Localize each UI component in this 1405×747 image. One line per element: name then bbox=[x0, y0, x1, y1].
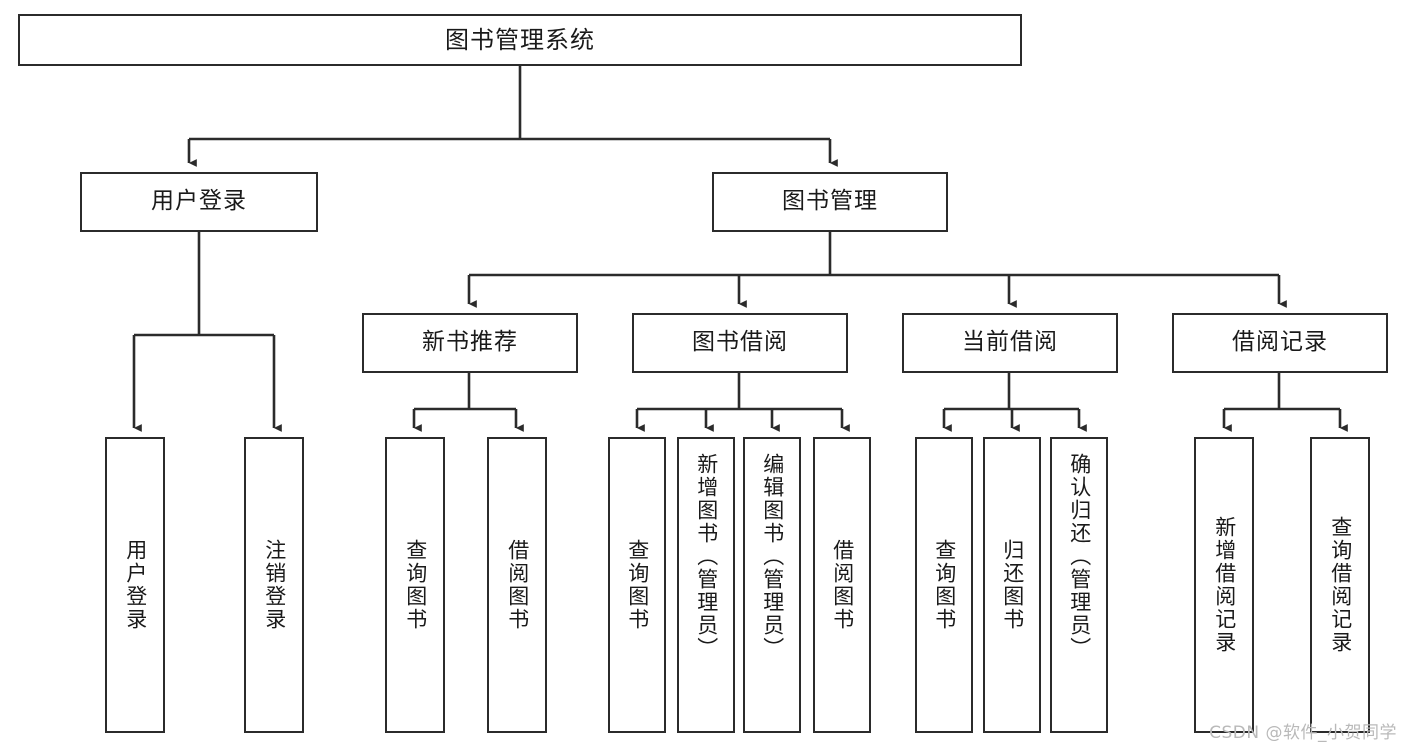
node-label: 用户登录 bbox=[123, 539, 148, 631]
node-leaf-query-borrow-record[interactable]: 查询借阅记录 bbox=[1310, 437, 1370, 733]
node-leaf-return-book[interactable]: 归还图书 bbox=[983, 437, 1041, 733]
node-label: 图书管理 bbox=[782, 188, 878, 215]
node-label: 当前借阅 bbox=[962, 329, 1058, 356]
node-label: 图书借阅 bbox=[692, 329, 788, 356]
node-root-book-management-system[interactable]: 图书管理系统 bbox=[18, 14, 1022, 66]
node-leaf-borrow-book-recommend[interactable]: 借阅图书 bbox=[487, 437, 547, 733]
node-label: 借阅记录 bbox=[1232, 329, 1328, 356]
node-new-book-recommend[interactable]: 新书推荐 bbox=[362, 313, 578, 373]
node-label: 新增借阅记录 bbox=[1212, 516, 1237, 654]
node-label: 归还图书 bbox=[1000, 539, 1025, 631]
node-leaf-logout[interactable]: 注销登录 bbox=[244, 437, 304, 733]
node-label: 确认归还（管理员） bbox=[1067, 453, 1092, 660]
node-label: 用户登录 bbox=[151, 188, 247, 215]
node-label: 查询图书 bbox=[403, 539, 428, 631]
node-label: 新增图书（管理员） bbox=[694, 453, 719, 660]
node-book-borrow[interactable]: 图书借阅 bbox=[632, 313, 848, 373]
node-user-login[interactable]: 用户登录 bbox=[80, 172, 318, 232]
node-leaf-add-book-admin[interactable]: 新增图书（管理员） bbox=[677, 437, 735, 733]
node-label: 借阅图书 bbox=[830, 539, 855, 631]
node-leaf-borrow-book[interactable]: 借阅图书 bbox=[813, 437, 871, 733]
node-leaf-edit-book-admin[interactable]: 编辑图书（管理员） bbox=[743, 437, 801, 733]
node-label: 查询图书 bbox=[625, 539, 650, 631]
node-label: 查询图书 bbox=[932, 539, 957, 631]
node-leaf-add-borrow-record[interactable]: 新增借阅记录 bbox=[1194, 437, 1254, 733]
node-label: 新书推荐 bbox=[422, 329, 518, 356]
node-leaf-query-book-current[interactable]: 查询图书 bbox=[915, 437, 973, 733]
node-label: 图书管理系统 bbox=[445, 25, 595, 54]
node-label: 编辑图书（管理员） bbox=[760, 453, 785, 660]
node-label: 借阅图书 bbox=[505, 539, 530, 631]
node-leaf-user-login[interactable]: 用户登录 bbox=[105, 437, 165, 733]
node-label: 注销登录 bbox=[262, 539, 287, 631]
node-leaf-query-book-borrow[interactable]: 查询图书 bbox=[608, 437, 666, 733]
node-borrow-record[interactable]: 借阅记录 bbox=[1172, 313, 1388, 373]
csdn-watermark: CSDN @软件_小贺同学 bbox=[1209, 723, 1397, 743]
node-leaf-confirm-return-admin[interactable]: 确认归还（管理员） bbox=[1050, 437, 1108, 733]
node-label: 查询借阅记录 bbox=[1328, 516, 1353, 654]
node-leaf-query-book-recommend[interactable]: 查询图书 bbox=[385, 437, 445, 733]
node-book-management[interactable]: 图书管理 bbox=[712, 172, 948, 232]
node-current-borrow[interactable]: 当前借阅 bbox=[902, 313, 1118, 373]
